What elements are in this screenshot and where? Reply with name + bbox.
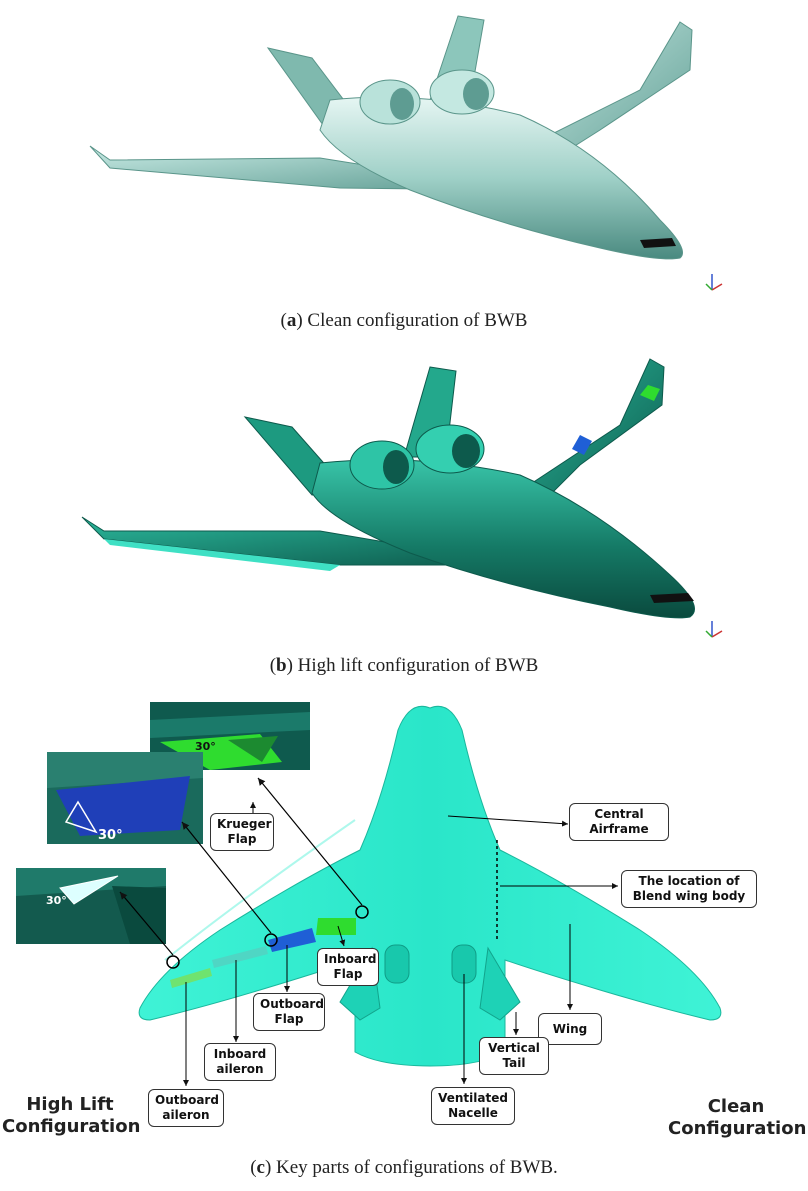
vertical-tail-label: Vertical Tail (479, 1037, 549, 1075)
krueger-flap-label: Krueger Flap (210, 813, 274, 851)
panel-a: (a) Clean configuration of BWB (0, 0, 808, 345)
panel-b: (b) High lift configuration of BWB (0, 345, 808, 690)
blend-location-label: The location of Blend wing body (621, 870, 757, 908)
caption-c: (c) Key parts of configurations of BWB. (250, 1157, 558, 1178)
highlift-bwb-render (81, 358, 723, 638)
ventilated-nacelle-label: Ventilated Nacelle (431, 1087, 515, 1125)
inboard-flap-surface (316, 918, 356, 935)
angle-flap-label: 30° (98, 828, 123, 843)
panel-c: 30° 30° 30° Central Airframe The locatio… (0, 690, 808, 1191)
axis-triad-icon (705, 621, 723, 638)
inboard-flap-label: Inboard Flap (317, 948, 379, 986)
key-parts-diagram (16, 702, 722, 1086)
inboard-aileron-label: Inboard aileron (204, 1043, 276, 1081)
caption-b: (b) High lift configuration of BWB (269, 655, 539, 676)
outboard-aileron-surface (170, 968, 212, 988)
outboard-flap-surface (268, 928, 316, 952)
caption-a: (a) Clean configuration of BWB (280, 310, 528, 331)
wing-label: Wing (538, 1013, 602, 1045)
central-airframe-label: Central Airframe (569, 803, 669, 841)
clean-bwb-render (89, 15, 723, 291)
inset-flap (47, 752, 203, 844)
outboard-flap-label: Outboard Flap (253, 993, 325, 1031)
clean-configuration-label: Clean Configuration (668, 1096, 807, 1139)
inset-aileron (16, 868, 166, 944)
bwb-top-view (138, 705, 722, 1067)
inboard-aileron-surface (212, 946, 268, 968)
angle-aileron-label: 30° (46, 894, 67, 907)
angle-krueger-label: 30° (195, 740, 216, 753)
outboard-aileron-label: Outboard aileron (148, 1089, 224, 1127)
axis-triad-icon (705, 274, 723, 291)
high-lift-configuration-label: High Lift Configuration (2, 1094, 141, 1137)
